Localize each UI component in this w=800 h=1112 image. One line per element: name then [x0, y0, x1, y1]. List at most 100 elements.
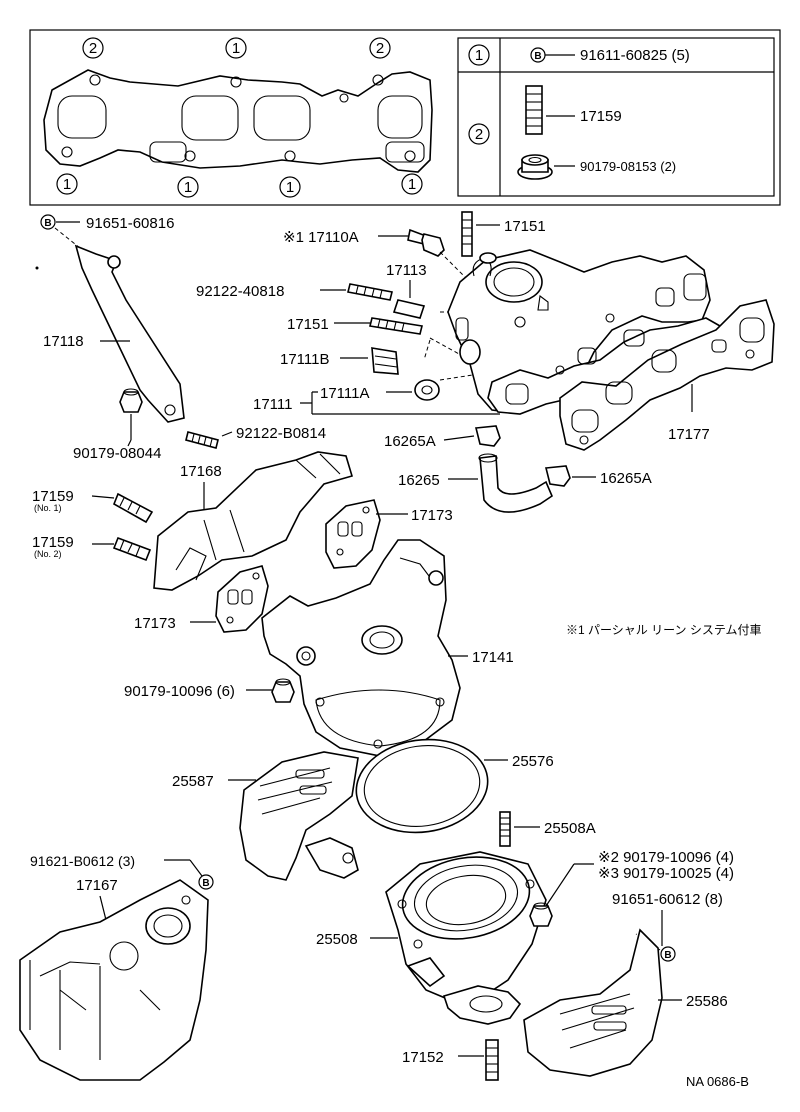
- nut-90179-10096-6: 90179-10096 (6): [124, 678, 295, 703]
- label-91651-60816: 91651-60816: [86, 215, 174, 232]
- svg-text:2: 2: [376, 40, 384, 57]
- label-25576: 25576: [512, 753, 554, 770]
- label-17159-no1: 17159: [32, 488, 74, 505]
- label-90179-10096-6: 90179-10096 (6): [124, 683, 235, 700]
- gasket-port: [253, 95, 311, 141]
- gasket-hole: [284, 150, 296, 162]
- legend-part: 90179-08153 (2): [580, 159, 676, 174]
- label-25586: 25586: [686, 993, 728, 1010]
- stud-25508a: 25508A: [499, 811, 596, 847]
- svg-text:B: B: [664, 950, 671, 961]
- gasket-marker: 1: [279, 176, 301, 198]
- gasket-port: [181, 95, 239, 141]
- gasket-hole: [89, 74, 101, 86]
- gasket-marker: 2: [82, 37, 104, 59]
- svg-text:2: 2: [89, 40, 97, 57]
- label-16265a-upper: 16265A: [384, 433, 436, 450]
- gasket-marker: 1: [56, 173, 78, 195]
- label-17111b: 17111B: [280, 351, 330, 368]
- label-17111a: 17111A: [320, 385, 370, 402]
- legend-part: 17159: [580, 108, 622, 125]
- hose-clamp-16265a-upper: 16265A: [384, 425, 501, 450]
- stud-92122-40818: 92122-40818: [196, 283, 393, 301]
- sensor-17110a: ※1 17110A: [283, 228, 471, 283]
- nut-90179-08044: 90179-08044: [73, 388, 161, 462]
- legend-marker: [468, 44, 490, 66]
- label-17113: 17113: [386, 262, 427, 279]
- label-92122-b0814: 92122-B0814: [236, 425, 326, 442]
- label-16265a-lower: 16265A: [600, 470, 652, 487]
- hose-clamp-16265a-lower: 16265A: [544, 465, 652, 487]
- gasket-inset: 2 1 2 1 1 1 1: [29, 29, 781, 206]
- label-17110a: ※1 17110A: [283, 229, 359, 246]
- svg-text:B: B: [44, 218, 51, 229]
- gasket-marker: 2: [369, 37, 391, 59]
- gasket-port: [377, 95, 423, 139]
- bolt-91621-b0612: 91621-B0612 (3) B: [30, 853, 214, 890]
- label-17151-top: 17151: [504, 218, 546, 235]
- gasket-marker: 1: [401, 173, 423, 195]
- boot-17111b: 17111B: [280, 347, 399, 375]
- label-17141: 17141: [472, 649, 514, 666]
- heat-insulator-17168: 17168: [153, 451, 353, 591]
- heat-insulator-17167: 17167: [19, 877, 209, 1081]
- label-92122-40818: 92122-40818: [196, 283, 284, 300]
- label-16265: 16265: [398, 472, 440, 489]
- legend-marker-text: 1: [475, 47, 483, 64]
- legend-marker: [468, 123, 490, 145]
- label-group-17111: 17111: [253, 391, 500, 415]
- gasket-hole: [184, 150, 196, 162]
- sleeve-17113: 17113: [386, 262, 427, 319]
- b-badge-icon: [40, 214, 56, 230]
- label-25587: 25587: [172, 773, 214, 790]
- stud-17159-no1: 17159 (No. 1): [32, 488, 154, 524]
- b-badge-icon: [198, 874, 214, 890]
- gasket-17173-lower: 17173: [134, 565, 269, 633]
- legend-marker-text: 2: [475, 126, 483, 143]
- label-90179-10096-4: ※2 90179-10096 (4): [598, 849, 734, 866]
- b-badge-icon: [660, 946, 676, 962]
- legend-part: 91611-60825 (5): [580, 47, 690, 64]
- catalytic-converter-25508: 25508: [316, 851, 547, 1025]
- label-17151-mid: 17151: [287, 316, 329, 333]
- gasket-hole: [372, 74, 384, 86]
- label-17111: 17111: [253, 396, 293, 413]
- gasket-hole: [404, 150, 416, 162]
- manifold-stay-bracket: B 91651-60816 17118: [40, 214, 185, 423]
- heat-insulator-25587: 25587: [172, 751, 359, 881]
- gasket-hole: [339, 93, 349, 103]
- gasket-slot: [385, 141, 425, 163]
- label-25508: 25508: [316, 931, 358, 948]
- svg-text:1: 1: [184, 179, 192, 196]
- svg-text:1: 1: [408, 176, 416, 193]
- grommet-17111a: 17111A: [320, 379, 440, 402]
- heat-insulator-25586: 25586: [523, 928, 728, 1077]
- manifold-gasket-17177: 17177: [559, 299, 775, 451]
- gasket-marker: 1: [177, 176, 199, 198]
- gasket-slot: [149, 141, 187, 163]
- label-17177: 17177: [668, 426, 710, 443]
- stud-17151-top: 17151: [461, 211, 546, 257]
- gasket-marker: 1: [225, 37, 247, 59]
- svg-text:1: 1: [232, 40, 240, 57]
- label-90179-10025-4: ※3 90179-10025 (4): [598, 865, 734, 882]
- label-17167: 17167: [76, 877, 118, 894]
- label-17173-lower: 17173: [134, 615, 176, 632]
- footnote-1: ※1 パーシャル リーン システム付車: [566, 623, 761, 637]
- label-17159-no2-sub: (No. 2): [34, 549, 62, 559]
- legend-table: 1 2 B 91611-60825 (5) 17159: [457, 37, 775, 197]
- svg-text:1: 1: [286, 179, 294, 196]
- label-17159-no1-sub: (No. 1): [34, 503, 62, 513]
- figure-code: NA 0686-B: [686, 1074, 749, 1089]
- svg-text:B: B: [534, 51, 541, 62]
- gasket-hole: [230, 76, 242, 88]
- label-91621-b0612: 91621-B0612 (3): [30, 853, 135, 869]
- nut-group-90179: ※2 90179-10096 (4) ※3 90179-10025 (4): [529, 849, 734, 927]
- exhaust-pipe-17141: 17141: [261, 539, 514, 757]
- label-25508a: 25508A: [544, 820, 596, 837]
- gasket-port: [57, 95, 107, 139]
- hose-16265: 16265: [398, 453, 553, 513]
- stud-17151-mid: 17151: [287, 316, 423, 335]
- label-90179-08044: 90179-08044: [73, 445, 161, 462]
